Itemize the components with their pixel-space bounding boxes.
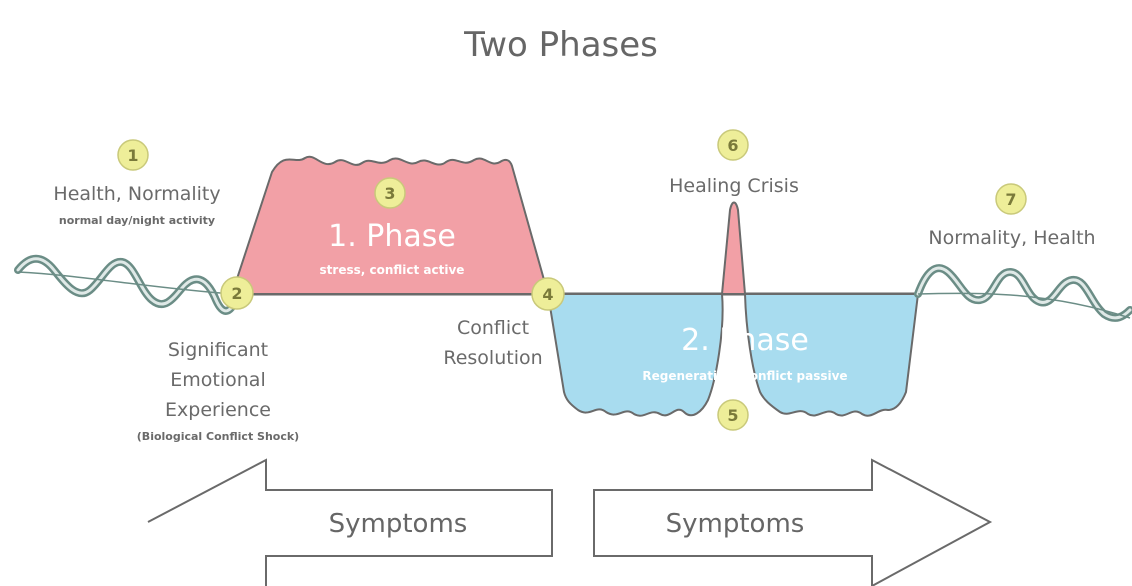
phase2-shape-left <box>546 293 724 417</box>
svg-text:2: 2 <box>231 284 242 303</box>
label-phase2: 2. Phase <box>681 323 809 358</box>
wave-left-inner <box>16 257 240 313</box>
label-shock: (Biological Conflict Shock) <box>137 430 299 443</box>
svg-text:4: 4 <box>542 285 553 304</box>
badge-1: 1 <box>117 139 149 171</box>
svg-text:1: 1 <box>127 146 138 165</box>
label-normality-health: Normality, Health <box>928 227 1095 249</box>
label-significant-3: Experience <box>165 399 271 421</box>
label-normal-activity: normal day/night activity <box>59 214 215 227</box>
label-resolution: Resolution <box>443 347 542 369</box>
label-conflict: Conflict <box>457 317 529 339</box>
label-health-normality: Health, Normality <box>53 183 220 205</box>
label-phase1-sub: stress, conflict active <box>320 263 465 277</box>
badge-5: 5 <box>717 399 749 431</box>
badge-2: 2 <box>220 276 254 310</box>
svg-text:7: 7 <box>1005 190 1016 209</box>
wave-right-trend <box>917 292 1131 319</box>
phase1-shape <box>230 155 550 295</box>
wave-right-inner <box>916 266 1132 320</box>
svg-text:6: 6 <box>727 136 738 155</box>
arrow-right-label: Symptoms <box>666 509 805 539</box>
badge-7: 7 <box>995 183 1027 215</box>
label-phase2-sub: Regeneration, conflict passive <box>642 369 847 383</box>
label-significant-1: Significant <box>168 339 268 361</box>
svg-text:3: 3 <box>384 184 395 203</box>
badge-6: 6 <box>717 129 749 161</box>
label-significant-2: Emotional <box>170 369 265 391</box>
svg-text:5: 5 <box>727 406 738 425</box>
badge-3: 3 <box>374 177 406 209</box>
arrow-left-label: Symptoms <box>329 509 468 539</box>
label-phase1: 1. Phase <box>328 219 456 254</box>
phase2-shape-right <box>743 293 920 417</box>
wave-left-trend <box>17 271 233 295</box>
healing-crisis-spike <box>720 201 747 295</box>
badge-4: 4 <box>531 277 565 311</box>
arrow-right-shape <box>593 458 993 586</box>
label-healing-crisis: Healing Crisis <box>669 175 799 197</box>
arrow-left-shape <box>147 458 553 586</box>
diagram-title: Two Phases <box>463 25 658 65</box>
